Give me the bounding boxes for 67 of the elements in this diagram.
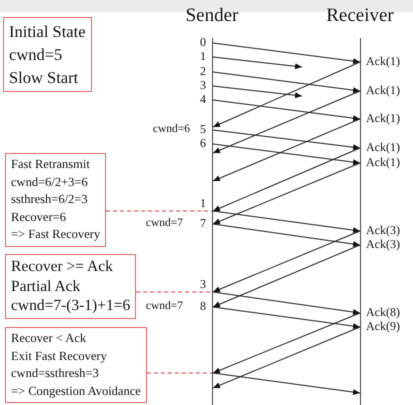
arrow [212, 306, 360, 330]
sequence-label: 7 [200, 217, 206, 230]
note-text: => Fast Recovery [11, 226, 100, 244]
sequence-label: 3 [200, 79, 206, 92]
note-text: Initial State [9, 21, 86, 43]
leader-line [106, 210, 212, 212]
sequence-label: cwnd=7 [146, 300, 183, 313]
sequence-label: 4 [200, 93, 206, 106]
arrow [212, 90, 360, 154]
sequence-label: 6 [200, 137, 206, 150]
arrow [212, 100, 360, 122]
ack-label: Ack(3) [366, 224, 400, 237]
ack-label: Ack(1) [366, 84, 400, 97]
note-text: cwnd=ssthresh=3 [11, 365, 100, 382]
sequence-label: 1 [200, 50, 206, 63]
note-box [5, 254, 136, 318]
note-text: cwnd=6/2+3=6 [11, 174, 89, 191]
sequence-label: 0 [200, 36, 206, 49]
arrow [212, 56, 302, 70]
ack-label: Ack(1) [366, 55, 400, 68]
arrow [212, 162, 360, 224]
note-text: Exit Fast Recovery [11, 348, 108, 365]
arrow [212, 144, 360, 166]
note-box [3, 17, 92, 92]
note-text: cwnd=7-(3-1)+1=6 [11, 296, 130, 316]
arrow [212, 62, 360, 128]
sequence-label: cwnd=7 [146, 217, 183, 230]
arrow [212, 372, 360, 396]
note-text: => Congestion Avoidance [11, 382, 141, 400]
arrow [212, 312, 360, 374]
sequence-label: 2 [200, 65, 206, 78]
ack-label: Ack(8) [366, 306, 400, 319]
arrow [212, 72, 360, 94]
lifeline-heading: Receiver [326, 5, 394, 27]
note-text: Slow Start [9, 67, 80, 89]
lifeline-heading: Sender [186, 5, 238, 27]
arrow [212, 86, 302, 98]
arrow [212, 42, 360, 64]
sequence-label: 1 [200, 197, 206, 210]
sequence-label: 8 [200, 300, 206, 313]
ack-label: Ack(1) [366, 112, 400, 125]
note-text: Recover=6 [11, 208, 67, 226]
note-text: cwnd=5 [9, 44, 64, 66]
arrow [212, 210, 360, 234]
arrow [212, 148, 360, 212]
note-text: Partial Ack [11, 276, 82, 296]
note-text: Recover >= Ack [11, 257, 114, 276]
ack-label: Ack(1) [366, 156, 400, 169]
sequence-label: cwnd=6 [152, 123, 190, 136]
arrow [212, 326, 360, 388]
sequence-label: 5 [200, 123, 206, 136]
note-text: Recover < Ack [11, 330, 88, 347]
arrow [212, 118, 360, 182]
arrow [212, 244, 360, 308]
ack-label: Ack(3) [366, 238, 400, 251]
ack-label: Ack(1) [366, 141, 400, 154]
note-text: ssthresh=6/2=3 [11, 191, 89, 208]
note-text: Fast Retransmit [11, 156, 91, 173]
leader-line [146, 372, 212, 374]
arrow [212, 230, 360, 292]
note-box [5, 327, 147, 404]
sequence-label: 3 [200, 278, 206, 291]
note-box [5, 153, 106, 247]
ack-label: Ack(9) [366, 320, 400, 333]
arrow [212, 224, 360, 247]
arrow [212, 130, 360, 150]
arrow [212, 292, 360, 315]
